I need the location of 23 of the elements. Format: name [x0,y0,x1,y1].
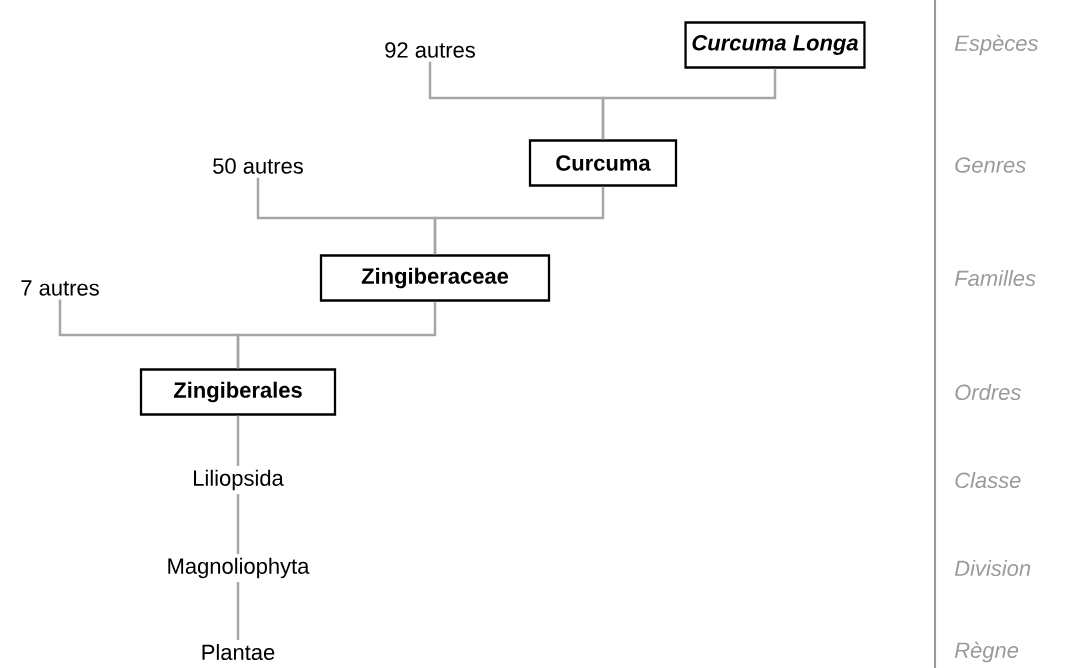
tree-branch [236,415,240,466]
rank-label: Règne [954,641,1019,663]
taxon-box: Curcuma Longa [684,21,866,69]
rank-label: Classe [955,471,1021,489]
rank-label: Familles [954,269,1036,287]
taxon-label: 7 autres [16,276,104,300]
taxon-label: Magnoliophyta [163,554,313,582]
tree-branch [236,582,240,641]
rank-label: Genres [955,157,1026,173]
taxon-box: Zingiberales [139,368,337,416]
tree-branch [236,494,240,554]
tree-branch [58,299,240,369]
taxon-box: Zingiberaceae [319,254,551,302]
rank-label: Espèces [954,34,1038,56]
taxon-label: Liliopsida [188,466,288,494]
rank-label: Ordres [955,383,1021,401]
rank-label: Division [954,559,1031,577]
taxon-label: 50 autres [208,154,308,178]
tree-branch [428,61,605,140]
taxon-label: Plantae [197,640,279,664]
tree-branch [256,177,437,255]
taxon-label: 92 autres [380,38,480,62]
taxon-box: Curcuma [528,139,678,187]
